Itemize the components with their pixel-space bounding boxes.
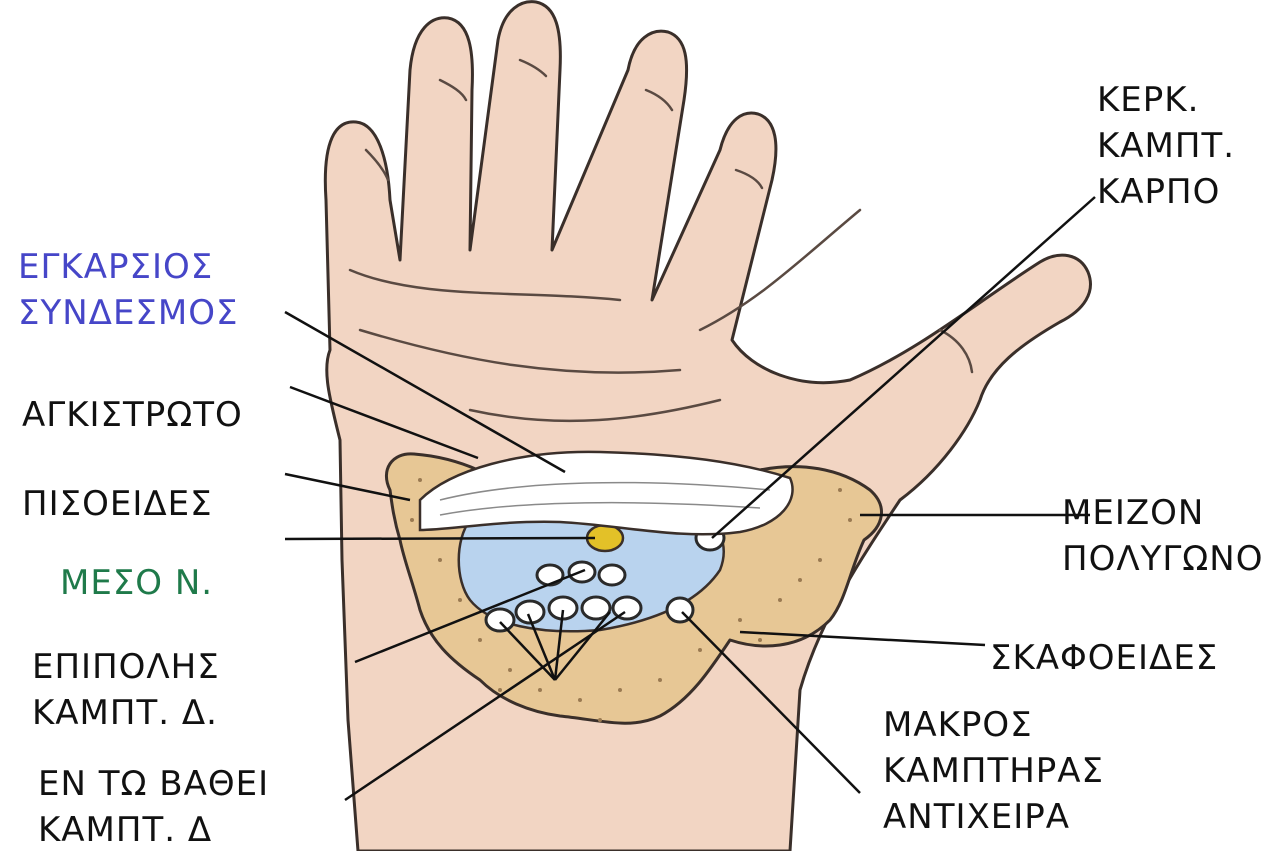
- label-text: ΜΑΚΡΟΣ: [883, 702, 1104, 748]
- label-superficial-flexor: ΕΠΙΠΟΛΗΣ ΚΑΜΠΤ. Δ.: [32, 644, 220, 736]
- label-text: ΠΙΣΟΕΙΔΕΣ: [22, 481, 213, 527]
- label-transverse-ligament: ΕΓΚΑΡΣΙΟΣ ΣΥΝΔΕΣΜΟΣ: [18, 244, 239, 336]
- label-text: ΑΓΚΙΣΤΡΩΤΟ: [22, 392, 243, 438]
- label-text: ΣΚΑΦΟΕΙΔΕΣ: [990, 635, 1218, 681]
- label-trapezium: ΜΕΙΖΟΝ ΠΟΛΥΓΩΝΟ: [1062, 490, 1263, 582]
- label-text: ΚΑΡΠΟ: [1097, 169, 1235, 215]
- label-flexor-pollicis-longus: ΜΑΚΡΟΣ ΚΑΜΠΤΗΡΑΣ ΑΝΤΙΧΕΙΡΑ: [883, 702, 1104, 840]
- label-text: ΕΠΙΠΟΛΗΣ: [32, 644, 220, 690]
- label-text: ΚΑΜΠΤΗΡΑΣ: [883, 748, 1104, 794]
- label-hamate: ΑΓΚΙΣΤΡΩΤΟ: [22, 392, 243, 438]
- label-text: ΕΓΚΑΡΣΙΟΣ: [18, 244, 239, 290]
- label-text: ΜΕΣΟ Ν.: [60, 560, 213, 606]
- label-text: ΚΑΜΠΤ. Δ.: [32, 690, 220, 736]
- label-text: ΑΝΤΙΧΕΙΡΑ: [883, 794, 1104, 840]
- label-median-nerve: ΜΕΣΟ Ν.: [60, 560, 213, 606]
- label-text: ΚΑΜΠΤ.: [1097, 123, 1235, 169]
- label-text: ΕΝ ΤΩ ΒΑΘΕΙ: [38, 761, 269, 807]
- label-text: ΠΟΛΥΓΩΝΟ: [1062, 536, 1263, 582]
- label-deep-flexor: ΕΝ ΤΩ ΒΑΘΕΙ ΚΑΜΠΤ. Δ: [38, 761, 269, 851]
- label-radial-flexor-carpi: ΚΕΡΚ. ΚΑΜΠΤ. ΚΑΡΠΟ: [1097, 77, 1235, 215]
- label-text: ΣΥΝΔΕΣΜΟΣ: [18, 290, 239, 336]
- label-scaphoid: ΣΚΑΦΟΕΙΔΕΣ: [990, 635, 1218, 681]
- label-text: ΚΕΡΚ.: [1097, 77, 1235, 123]
- label-pisiform: ΠΙΣΟΕΙΔΕΣ: [22, 481, 213, 527]
- label-text: ΚΑΜΠΤ. Δ: [38, 807, 269, 851]
- label-text: ΜΕΙΖΟΝ: [1062, 490, 1263, 536]
